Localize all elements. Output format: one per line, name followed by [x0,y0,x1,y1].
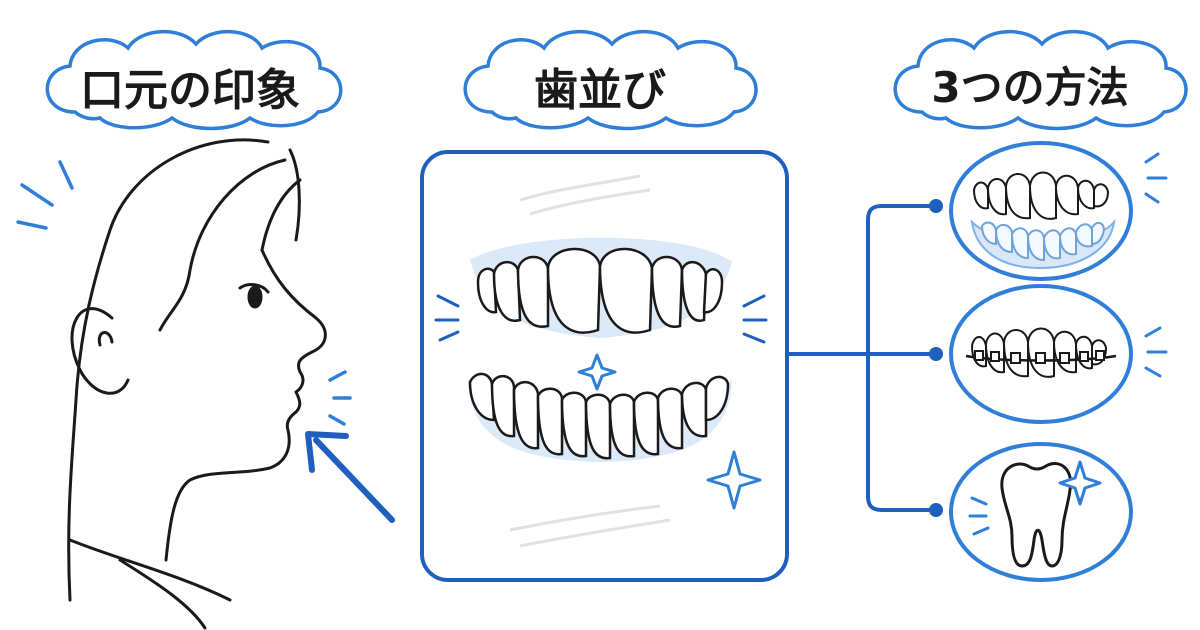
method-tooth [949,442,1133,582]
cloud-three-methods [893,30,1188,131]
method-braces [949,284,1168,424]
cloud-tooth-alignment [463,30,758,131]
side-profile-face-icon [67,138,327,630]
teeth-card [420,150,789,582]
card-sheen-marks [509,174,671,548]
heading-tooth-alignment: 歯並び [534,65,666,116]
wire-braces-icon [965,327,1117,378]
connector-dots [929,199,943,517]
method-connector-lines [785,204,936,512]
heading-three-methods: 3つの方法 [931,63,1129,112]
smiling-teeth-icon [434,237,768,510]
method-aligner [949,141,1168,281]
single-tooth-icon [1000,462,1073,568]
pointer-arrow-icon [305,431,395,523]
face-sparkle-marks [16,160,352,426]
cloud-mouth-impression [45,30,343,131]
heading-mouth-impression: 口元の印象 [80,65,300,116]
clear-aligner-icon [970,171,1116,270]
